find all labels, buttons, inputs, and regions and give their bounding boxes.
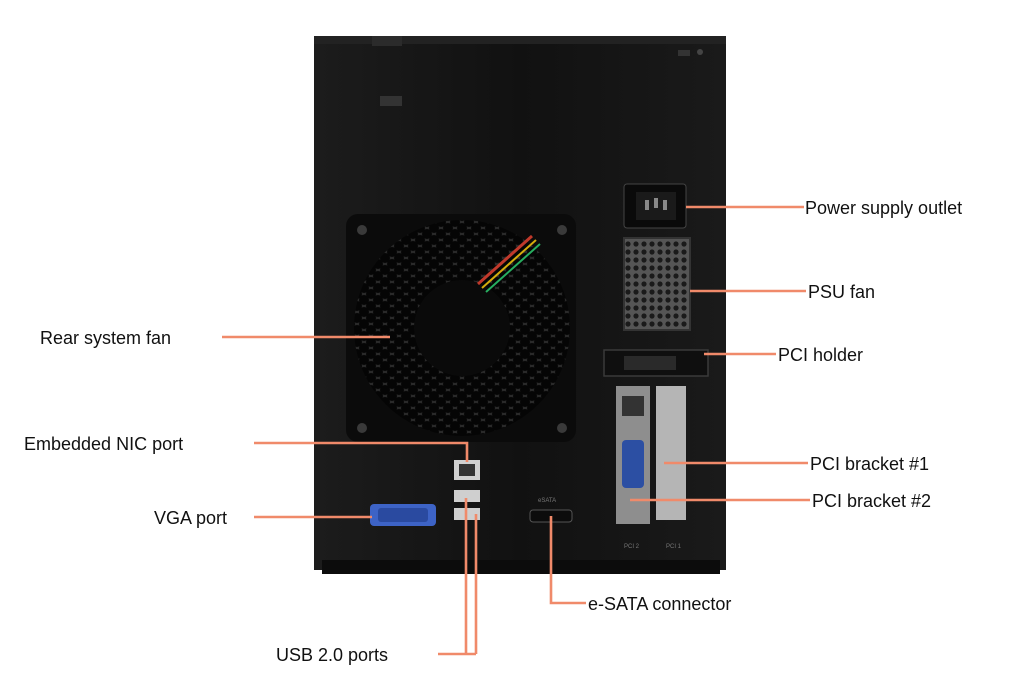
vga-card-port — [622, 440, 644, 488]
psu-fan-frame — [623, 237, 691, 331]
esata-marking: eSATA — [538, 498, 556, 504]
pci-bracket-plate — [656, 386, 686, 520]
chassis-top-edge — [314, 36, 726, 44]
fan-wire-green — [485, 243, 541, 293]
label-vga-port: VGA port — [154, 508, 228, 528]
fan-screw — [557, 423, 567, 433]
top-latch — [372, 36, 402, 46]
pci-holder — [603, 349, 709, 377]
label-usb-ports: USB 2.0 ports — [276, 645, 389, 665]
outlet-pin — [654, 198, 658, 208]
leader-embedded-nic-port — [254, 441, 469, 462]
chassis-foot — [322, 560, 720, 574]
outlet-pin — [663, 200, 667, 210]
label-psu-fan: PSU fan — [808, 282, 876, 302]
label-pci-bracket-1: PCI bracket #1 — [810, 454, 930, 474]
fan-wire-red — [477, 234, 533, 286]
fan-hub — [414, 280, 510, 376]
nic-port-opening — [459, 464, 475, 476]
slot-marking-1: PCI 2 — [624, 544, 640, 550]
pci-bracket-2-plate — [616, 386, 650, 524]
psu-fan — [623, 237, 691, 331]
fan-screw — [557, 225, 567, 235]
fan-wire-yellow — [481, 239, 537, 289]
panel-screw — [697, 49, 703, 55]
outlet-pin — [645, 200, 649, 210]
rear-system-fan — [346, 214, 576, 442]
slot-marking-2: PCI 1 — [666, 544, 682, 550]
label-embedded-nic-port: Embedded NIC port — [24, 434, 184, 454]
lock-slot — [678, 50, 690, 56]
pci-holder-slot — [624, 356, 676, 370]
label-pci-bracket-2: PCI bracket #2 — [812, 491, 932, 511]
vga-connector-face — [378, 508, 428, 522]
label-esata-connector: e-SATA connector — [588, 594, 732, 614]
leader-esata-connector — [549, 516, 586, 605]
psu-fan-grill — [624, 238, 690, 330]
fan-screw — [357, 225, 367, 235]
usb-port-top — [454, 490, 480, 502]
label-pci-holder: PCI holder — [778, 345, 864, 365]
panel-clip — [380, 96, 402, 106]
leader-lines — [222, 205, 810, 656]
label-rear-system-fan: Rear system fan — [40, 328, 172, 348]
fan-screw — [357, 423, 367, 433]
nic-card-port — [622, 396, 644, 416]
label-power-supply-outlet: Power supply outlet — [805, 198, 963, 218]
power-supply-outlet — [623, 183, 687, 229]
pci-bracket-1-plate — [656, 386, 686, 520]
leader-usb-ports — [438, 498, 478, 656]
